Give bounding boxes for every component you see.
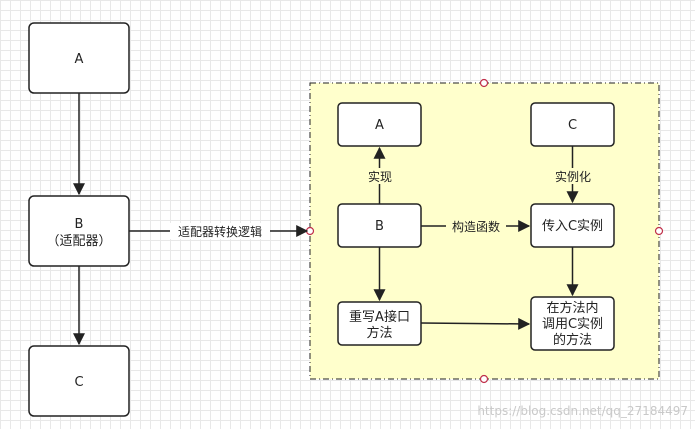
node-a-inner-label: A xyxy=(375,118,384,133)
node-c-outer[interactable]: C xyxy=(28,345,130,417)
edge-implements-label-bg xyxy=(364,168,396,184)
node-invoke-c-method-line3: 的方法 xyxy=(553,332,592,348)
edge-adapter-logic-label: 适配器转换逻辑 xyxy=(178,224,262,239)
node-override-a-method-sublabel: 方法 xyxy=(366,325,392,341)
node-c-outer-label: C xyxy=(74,375,83,390)
node-override-a-method[interactable]: 重写A接口 方法 xyxy=(337,301,422,346)
node-invoke-c-method-line1: 在方法内 xyxy=(546,300,598,316)
node-a-outer[interactable]: A xyxy=(28,22,130,94)
node-pass-c-instance[interactable]: 传入C实例 xyxy=(530,203,615,248)
edge-constructor-label: 构造函数 xyxy=(452,219,500,234)
node-b-adapter[interactable]: B （适配器） xyxy=(28,195,130,267)
resize-handle-right[interactable] xyxy=(654,226,664,236)
node-b-adapter-label: B xyxy=(75,217,84,232)
edge-implements-label: 实现 xyxy=(368,169,392,184)
node-override-a-method-label: 重写A接口 xyxy=(349,309,410,325)
resize-handle-top[interactable] xyxy=(479,78,489,88)
node-invoke-c-method-line2: 调用C实例 xyxy=(542,317,603,332)
resize-handle-left[interactable] xyxy=(305,226,315,236)
node-pass-c-instance-label: 传入C实例 xyxy=(542,219,603,234)
node-b-adapter-sublabel: （适配器） xyxy=(46,234,111,249)
node-a-outer-label: A xyxy=(75,52,84,67)
node-b-inner[interactable]: B xyxy=(337,203,422,248)
edge-constructor-label-bg xyxy=(446,219,506,235)
node-invoke-c-method[interactable]: 在方法内 调用C实例 的方法 xyxy=(530,296,615,351)
watermark: https://blog.csdn.net/qq_27184497 xyxy=(477,404,688,418)
edge-instantiate-label: 实例化 xyxy=(555,169,591,184)
resize-handle-bottom[interactable] xyxy=(479,374,489,384)
edge-adapter-logic-label-bg xyxy=(170,223,270,239)
edge-override-to-invoke[interactable] xyxy=(420,317,531,330)
edge-instantiate-label-bg xyxy=(550,168,595,184)
node-b-inner-label: B xyxy=(375,219,384,234)
node-c-inner[interactable]: C xyxy=(530,102,615,147)
node-a-inner[interactable]: A xyxy=(337,102,422,147)
node-c-inner-label: C xyxy=(568,118,577,133)
